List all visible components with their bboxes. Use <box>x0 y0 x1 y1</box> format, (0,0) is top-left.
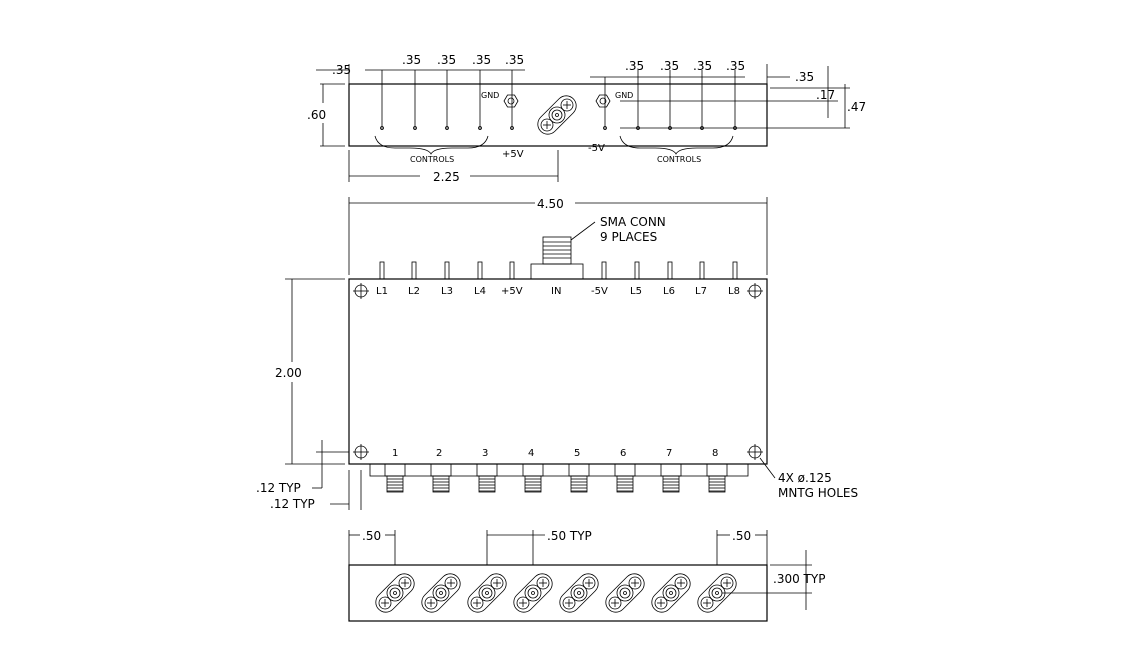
dim-bottom-left: .50 <box>362 529 381 543</box>
controls-label-right: CONTROLS <box>657 155 701 164</box>
dim-pitch-5: .35 <box>625 59 644 73</box>
holes-note-line-1: 4X ø.125 <box>778 471 832 485</box>
pin-label-l8: L8 <box>728 286 740 297</box>
gnd-label-left: GND <box>481 91 499 100</box>
input-sma-connector-icon <box>530 236 584 280</box>
sma-note-line-2: 9 PLACES <box>600 230 657 244</box>
dim-bottom-right: .50 <box>732 529 751 543</box>
controls-label-left: CONTROLS <box>410 155 454 164</box>
dim-pitch-1: .35 <box>402 53 421 67</box>
output-sma-connector-icon <box>568 463 590 493</box>
dim-pitch-4: .35 <box>505 53 524 67</box>
dim-left-offset: .35 <box>332 63 351 77</box>
output-sma-connector-icon <box>706 463 728 493</box>
dim-bottom-typ: .50 TYP <box>547 529 592 543</box>
bottom-view: .50 .50 TYP .50 .300 TYP <box>348 529 825 622</box>
pin-label-in: IN <box>551 286 561 297</box>
plus5v-label: +5V <box>502 149 524 160</box>
pin-label-l6: L6 <box>663 286 675 297</box>
front-top-pins <box>379 261 738 280</box>
pin-label-l7: L7 <box>695 286 707 297</box>
minus5v-label: -5V <box>588 143 605 154</box>
top-view-body <box>348 83 768 147</box>
top-right-pins <box>603 70 737 130</box>
pin-label-l1: L1 <box>376 286 388 297</box>
output-label-4: 4 <box>528 448 534 459</box>
front-view: 4.50 SMA CONN 9 PLACES <box>256 197 858 511</box>
output-sma-connector-icon <box>522 463 544 493</box>
output-label-6: 6 <box>620 448 626 459</box>
output-label-7: 7 <box>666 448 672 459</box>
output-sma-connector-icon <box>476 463 498 493</box>
top-left-pins <box>380 70 514 130</box>
dim-pitch-3: .35 <box>472 53 491 67</box>
top-view: .35 .35 .35 .35 .35 .35 .35 .35 .35 .35 … <box>307 53 866 184</box>
gnd-label-right: GND <box>615 91 633 100</box>
dim-half-width: 2.25 <box>433 170 460 184</box>
pin-label-minus5v: -5V <box>591 286 608 297</box>
dim-bottom-height: .300 TYP <box>773 572 825 586</box>
pin-label-l3: L3 <box>441 286 453 297</box>
dim-height-060: .60 <box>307 108 326 122</box>
dim-right-offset: .35 <box>795 70 814 84</box>
dim-hole-offset-x: .12 TYP <box>270 497 315 511</box>
dim-hole-offset-y: .12 TYP <box>256 481 301 495</box>
output-sma-connector-icon <box>430 463 452 493</box>
output-label-3: 3 <box>482 448 488 459</box>
dim-gnd-017: .17 <box>816 88 835 102</box>
dim-width-450: 4.50 <box>537 197 564 211</box>
output-sma-connector-icon <box>660 463 682 493</box>
output-label-8: 8 <box>712 448 718 459</box>
dim-pitch-6: .35 <box>660 59 679 73</box>
bottom-view-body <box>348 564 768 622</box>
pin-label-l4: L4 <box>474 286 486 297</box>
output-label-1: 1 <box>392 448 398 459</box>
dim-conn-047: .47 <box>847 100 866 114</box>
output-label-5: 5 <box>574 448 580 459</box>
output-sma-connector-icon <box>384 463 406 493</box>
front-view-body <box>348 278 768 465</box>
dim-pitch-8: .35 <box>726 59 745 73</box>
mounting-hole-icon <box>353 283 763 460</box>
dim-pitch-2: .35 <box>437 53 456 67</box>
pin-label-l2: L2 <box>408 286 420 297</box>
output-sma-connectors <box>369 463 749 493</box>
dim-pitch-7: .35 <box>693 59 712 73</box>
dim-height-200: 2.00 <box>275 366 302 380</box>
pin-label-plus5v: +5V <box>501 286 523 297</box>
pin-label-l5: L5 <box>630 286 642 297</box>
sma-note-line-1: SMA CONN <box>600 215 666 229</box>
output-sma-connector-icon <box>614 463 636 493</box>
output-label-2: 2 <box>436 448 442 459</box>
holes-note-line-2: MNTG HOLES <box>778 486 858 500</box>
